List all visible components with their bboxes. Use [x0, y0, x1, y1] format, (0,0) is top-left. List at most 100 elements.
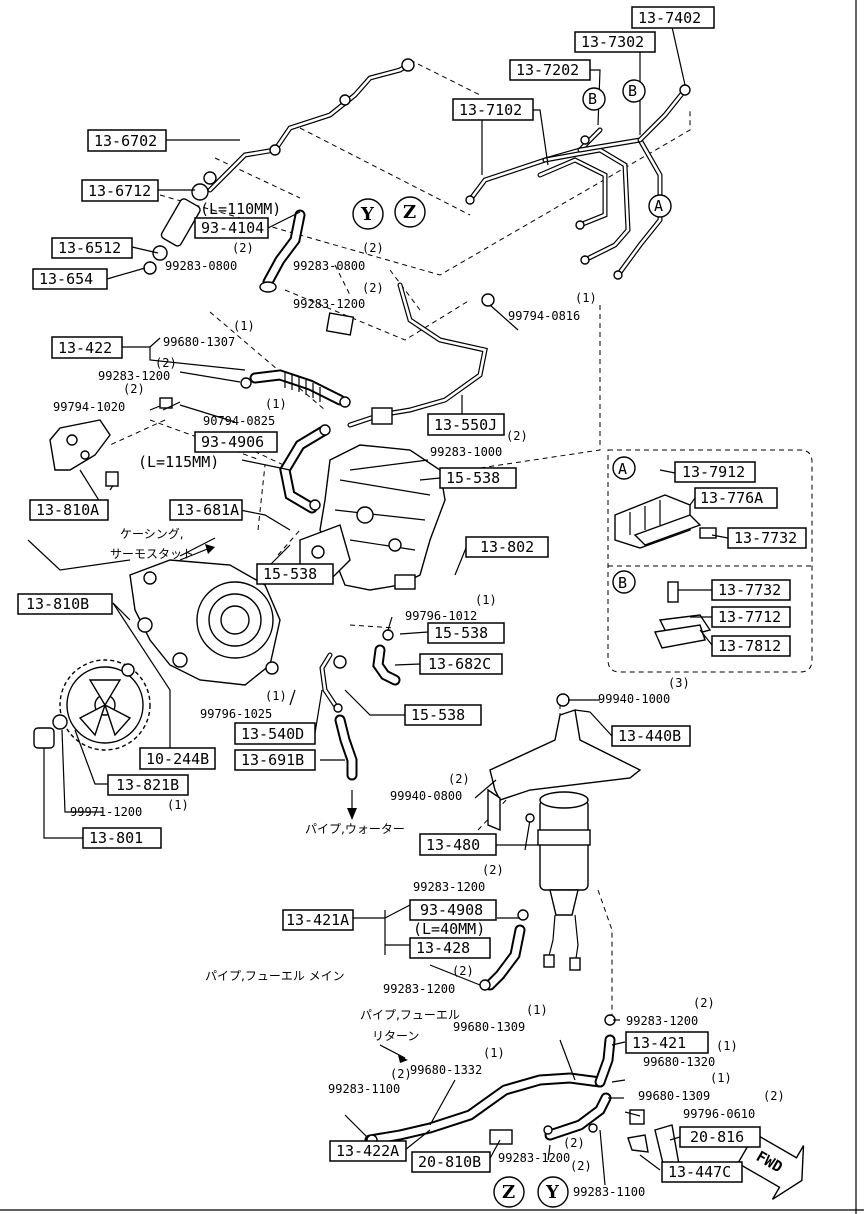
part-label: 13-421A	[282, 909, 354, 931]
svg-text:13-654: 13-654	[39, 270, 93, 288]
fitting-code: 99794-0816	[508, 309, 580, 323]
svg-text:13-7302: 13-7302	[581, 33, 644, 51]
return-pipe	[325, 282, 495, 428]
part-label: 10-244B	[139, 747, 216, 770]
svg-text:A: A	[618, 460, 627, 478]
callout-z-icon: Z	[394, 196, 426, 228]
fitting-qty: (2)	[570, 1159, 592, 1173]
fuel-filter	[524, 791, 591, 971]
svg-text:13-7732: 13-7732	[734, 529, 797, 547]
fitting-qty: (1)	[483, 1046, 505, 1060]
part-label: 20-810B	[411, 1151, 491, 1173]
part-label: 13-422A	[329, 1140, 407, 1162]
fitting-code: 99794-1020	[53, 400, 125, 414]
fitting-code: 99283-1200	[413, 880, 485, 894]
part-label: 13-447C	[661, 1161, 743, 1183]
fwd-arrow-icon: FWD	[736, 1132, 805, 1200]
part-label: 93-4906	[194, 431, 278, 453]
svg-text:20-810B: 20-810B	[418, 1153, 481, 1171]
callout-y-icon: Y	[537, 1176, 569, 1208]
part-label: 13-654	[32, 268, 108, 290]
fitting-codes: (2) 99283-0800 (2) 99283-0800 (2) 99283-…	[53, 241, 785, 1199]
fitting-code: 99283-1200	[626, 1014, 698, 1028]
part-label: 13-810B	[17, 593, 113, 615]
svg-text:13-7732: 13-7732	[718, 581, 781, 599]
fitting-code: 99283-0800	[293, 259, 365, 273]
svg-text:13-7202: 13-7202	[516, 61, 579, 79]
fitting-code: 99283-1200	[98, 369, 170, 383]
jp-label: パイプ,ウォーター	[305, 822, 405, 836]
fitting-qty: (1)	[167, 798, 189, 812]
svg-text:13-6712: 13-6712	[88, 182, 151, 200]
fitting-code: 99283-1200	[498, 1151, 570, 1165]
fitting-code: 99680-1309	[453, 1020, 525, 1034]
part-label: 93-4104	[194, 217, 269, 239]
fitting-qty: (1)	[526, 1003, 548, 1017]
fitting-qty: (1)	[716, 1039, 738, 1053]
svg-text:15-538: 15-538	[434, 624, 488, 642]
overflow-hose	[240, 369, 351, 408]
part-label: 13-821B	[107, 774, 189, 796]
callout-a-icon: A	[648, 194, 672, 218]
return-hoses	[364, 1014, 681, 1173]
svg-text:B: B	[618, 574, 627, 592]
part-suffix: (2)	[506, 429, 528, 443]
fitting-qty: (2)	[563, 1136, 585, 1150]
fitting-qty: (2)	[232, 241, 254, 255]
svg-text:13-550J: 13-550J	[434, 416, 497, 434]
fitting-code: 99940-0800	[390, 789, 462, 803]
part-label: 13-421	[625, 1031, 709, 1054]
part-label: 15-538	[427, 622, 505, 644]
fitting-code: 99796-1012	[405, 609, 477, 623]
fitting-code: 99283-1000	[430, 445, 502, 459]
bracket-810a	[49, 397, 173, 491]
fitting-code: 99680-1320	[643, 1055, 715, 1069]
fitting-qty: (2)	[482, 863, 504, 877]
fitting-code: 99283-1200	[383, 982, 455, 996]
callout-b-icon: B	[582, 87, 606, 111]
fitting-qty: (1)	[265, 397, 287, 411]
svg-text:13-802: 13-802	[480, 538, 534, 556]
svg-text:13-821B: 13-821B	[116, 776, 179, 794]
svg-text:13-440B: 13-440B	[618, 727, 681, 745]
part-label: 13-7732	[711, 579, 791, 601]
svg-text:13-7912: 13-7912	[682, 463, 745, 481]
fitting-qty: (2)	[123, 382, 145, 396]
small-hose	[259, 209, 306, 293]
part-label: 93-4908	[409, 899, 497, 921]
svg-text:13-801: 13-801	[89, 829, 143, 847]
fitting-code: 99680-1307	[163, 335, 235, 349]
svg-text:A: A	[654, 197, 663, 215]
svg-text:13-422: 13-422	[58, 339, 112, 357]
svg-text:15-538: 15-538	[446, 469, 500, 487]
svg-text:13-480: 13-480	[426, 836, 480, 854]
fitting-code: 99796-0610	[683, 1107, 755, 1121]
fitting-qty: (2)	[362, 281, 384, 295]
callout-y-icon: Y	[352, 198, 384, 230]
fitting-code: 99283-1200	[293, 297, 365, 311]
part-label: 13-682C	[419, 653, 503, 675]
fitting-code: 99283-1100	[328, 1082, 400, 1096]
part-label: 15-538	[404, 704, 482, 726]
svg-text:93-4908: 93-4908	[420, 901, 483, 919]
part-label: 13-7202	[509, 59, 591, 81]
svg-text:15-538: 15-538	[411, 706, 465, 724]
part-label: 15-538	[439, 467, 517, 489]
part-label: 13-802	[465, 536, 549, 558]
svg-text:13-7402: 13-7402	[638, 9, 701, 27]
part-label: 13-428	[409, 937, 491, 959]
length-notes: (L=110MM) (L=115MM) (L=40MM)	[138, 200, 485, 938]
fuel-hose-main	[429, 909, 529, 991]
jp-label: サーモスタット	[110, 547, 194, 561]
jp-label: パイプ,フューエル メイン	[205, 969, 345, 983]
svg-text:13-428: 13-428	[416, 939, 470, 957]
callout-z-icon: Z	[493, 1176, 525, 1208]
svg-text:13-6512: 13-6512	[58, 239, 121, 257]
fitting-qty: (2)	[155, 356, 177, 370]
part-label: 13-422	[51, 336, 123, 359]
fitting-qty: (1)	[575, 291, 597, 305]
length-note: (L=110MM)	[200, 200, 281, 218]
part-label: 13-6712	[81, 179, 159, 202]
svg-text:10-244B: 10-244B	[146, 750, 209, 768]
